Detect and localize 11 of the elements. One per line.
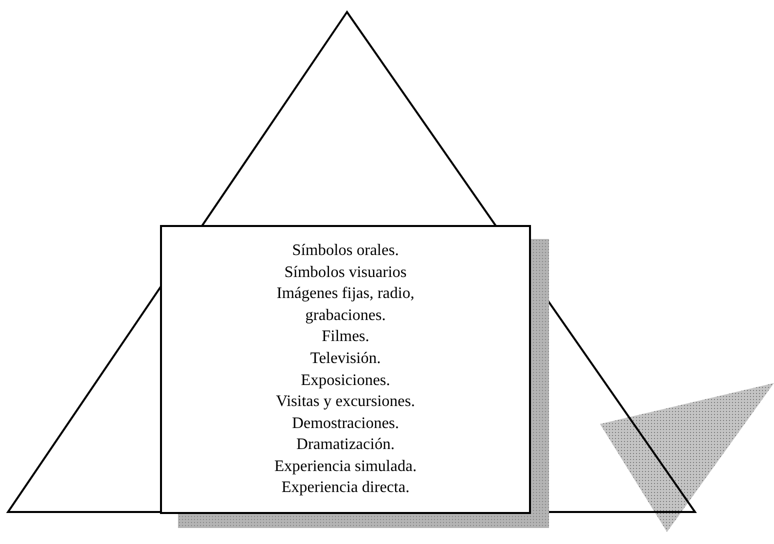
level-label: Televisión. (309, 348, 382, 369)
level-label: Dramatización. (295, 435, 396, 456)
level-label: Demostraciones. (290, 414, 400, 434)
level-label: Imágenes fijas, radio, grabaciones. (276, 284, 416, 326)
level-label: Símbolos visuarios (283, 262, 408, 283)
level-label: Filmes. (320, 327, 370, 348)
level-label: Experiencia directa. (280, 478, 410, 498)
level-label: Símbolos orales. (291, 240, 400, 261)
level-label: Experiencia simulada. (273, 456, 418, 477)
level-label: Visitas y excursiones. (274, 392, 416, 412)
level-label: Exposiciones. (300, 370, 392, 390)
